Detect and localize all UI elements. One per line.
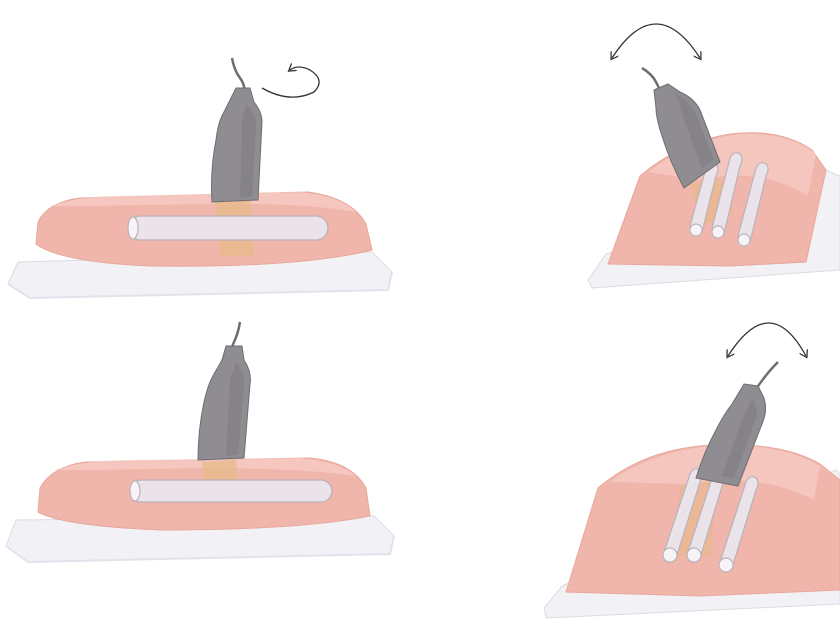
vessel-end	[686, 547, 702, 563]
vessel	[737, 162, 769, 243]
tray-lip	[5, 535, 395, 564]
tray-lip	[7, 271, 393, 300]
vessel	[127, 215, 329, 241]
tilt-arrow	[612, 23, 700, 58]
panel-top-right	[587, 23, 840, 289]
vessel	[711, 152, 743, 235]
panel-top-left	[7, 57, 393, 300]
vessel-end	[711, 225, 725, 239]
vessel-end	[718, 557, 734, 573]
vessel	[129, 479, 333, 503]
ultrasound-beam	[202, 460, 238, 484]
probe-shading	[722, 398, 757, 478]
probe-shading	[240, 104, 256, 198]
vessel-end	[737, 233, 751, 247]
panel-bottom-right	[543, 322, 840, 619]
vessel-group	[662, 466, 759, 573]
vessel-end	[127, 216, 139, 240]
tilt-arrow	[728, 322, 806, 356]
ultrasound-probe	[197, 345, 251, 461]
probe-shading	[676, 94, 714, 168]
vessel-end	[662, 547, 678, 563]
rotate-arrow	[261, 67, 320, 98]
vessel-end	[689, 223, 703, 237]
probe-shading	[226, 362, 245, 456]
vessel-end	[129, 480, 141, 502]
vessel	[719, 476, 759, 569]
panel-bottom-left	[5, 321, 395, 564]
vessel-group	[689, 152, 769, 247]
tissue-highlight	[50, 192, 356, 212]
